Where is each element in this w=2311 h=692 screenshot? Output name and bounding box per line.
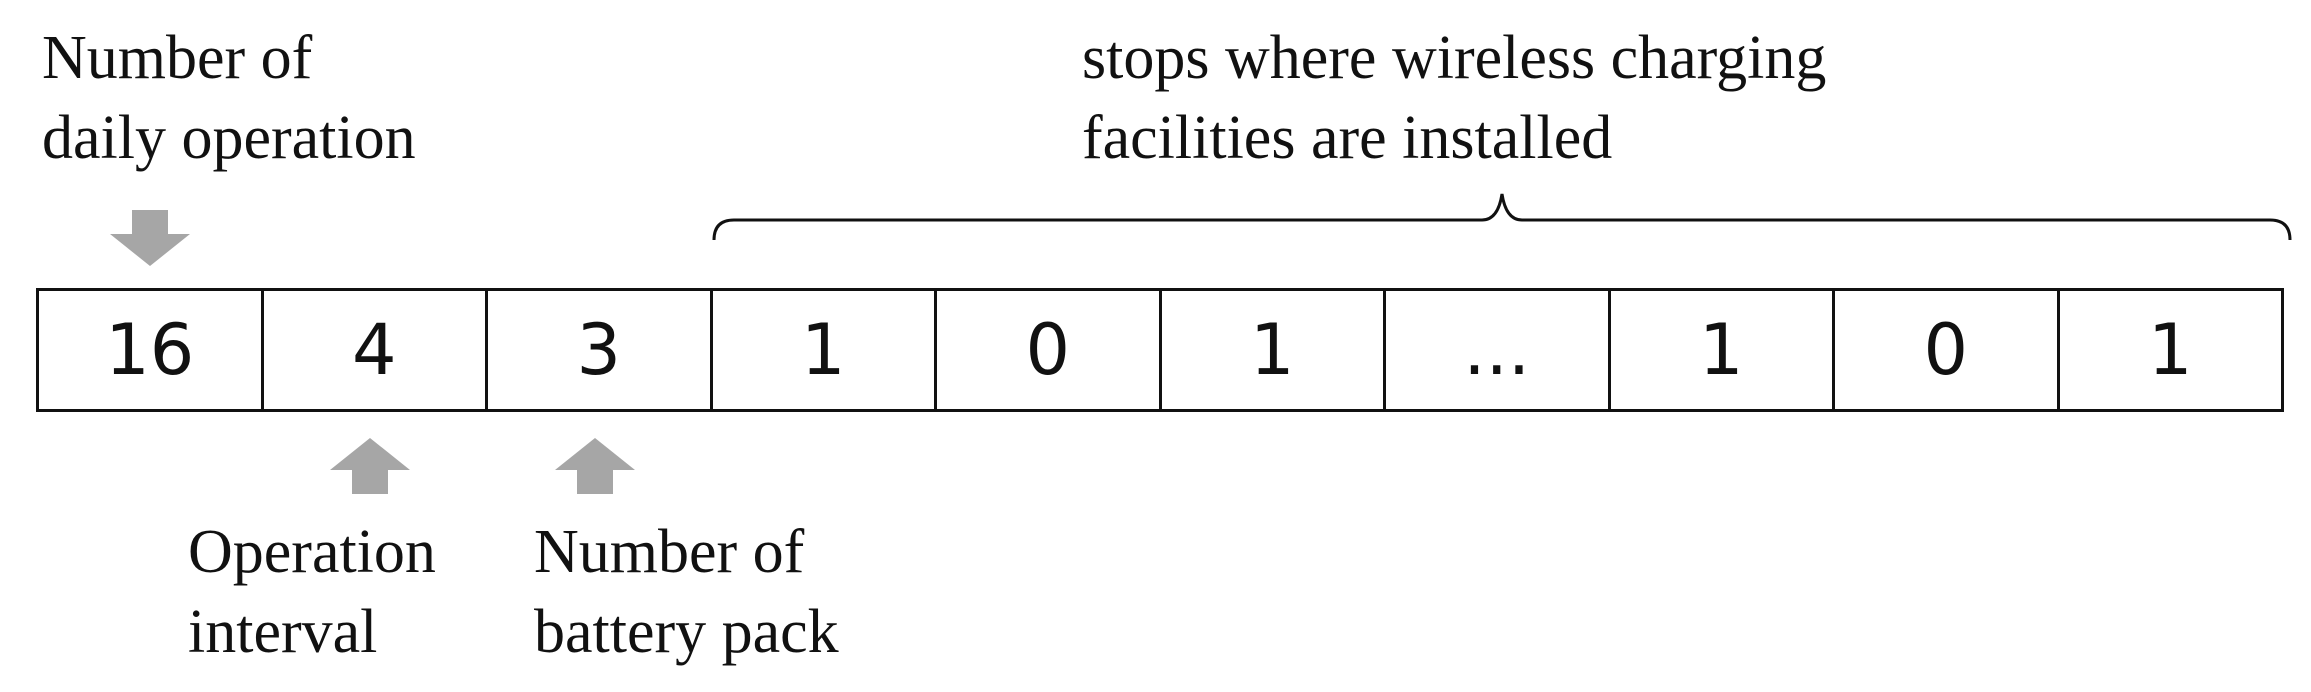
curly-brace-icon [712, 190, 2292, 242]
label-line: battery pack [534, 598, 839, 666]
label-line: facilities are installed [1082, 104, 1613, 172]
arrow-up-icon [555, 438, 635, 494]
gene-cell-battery-pack: 3 [488, 291, 713, 409]
label-line: daily operation [42, 104, 416, 172]
arrow-up-icon [330, 438, 410, 494]
gene-cell-daily-operation: 16 [39, 291, 264, 409]
gene-cell-stop: 1 [2147, 309, 2193, 391]
label-stops-wireless-charging: stops where wireless charging facilities… [1082, 18, 1826, 178]
label-number-of-daily-operation: Number of daily operation [42, 18, 416, 178]
arrow-down-icon [110, 210, 190, 266]
label-line: Number of [42, 24, 313, 92]
gene-cell-stop: 0 [1835, 291, 2060, 409]
gene-cell-stop: 1 [1611, 291, 1835, 409]
gene-cell-stop: 0 [937, 291, 1162, 409]
label-line: Number of [534, 518, 805, 586]
label-line: stops where wireless charging [1082, 24, 1827, 92]
label-line: interval [188, 598, 378, 666]
gene-cell-stop: 1 [713, 291, 937, 409]
gene-cell-stop: 1 [1162, 291, 1386, 409]
label-line: Operation [188, 518, 436, 586]
label-number-of-battery-pack: Number of battery pack [534, 512, 839, 672]
chromosome-cells: 16 4 3 1 0 1 ... 1 0 1 [36, 288, 2284, 412]
label-operation-interval: Operation interval [188, 512, 436, 672]
gene-cell-ellipsis: ... [1386, 291, 1611, 409]
gene-cell-operation-interval: 4 [264, 291, 488, 409]
